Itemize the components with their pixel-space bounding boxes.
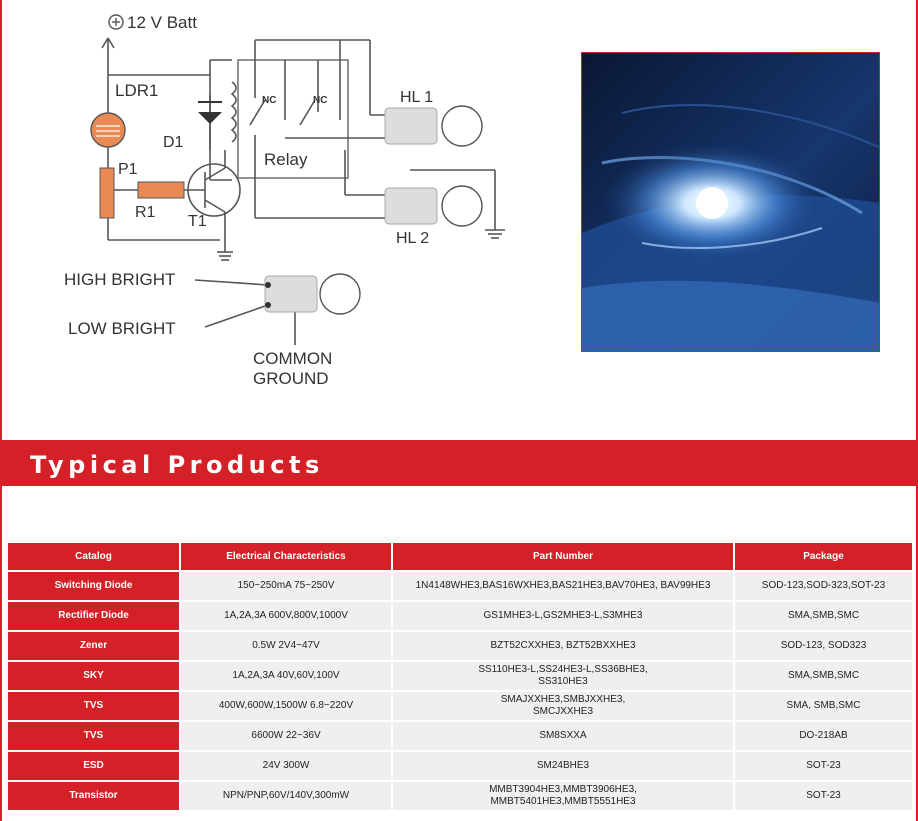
bottom-frame [0, 486, 918, 821]
part-number-cell: BZT52CXXHE3, BZT52BXXHE3 [393, 632, 733, 660]
catalog-cell: TVS [8, 692, 179, 720]
electrical-cell: 400W,600W,1500W 6.8~220V [181, 692, 391, 720]
high-bright-label: HIGH BRIGHT [64, 270, 175, 289]
section-title: Typical Products [30, 451, 324, 479]
header-package: Package [735, 543, 912, 570]
part-number-cell: SM24BHE3 [393, 752, 733, 780]
hl2-label: HL 2 [396, 230, 429, 247]
part-number-cell: SMAJXXHE3,SMBJXXHE3,SMCJXXHE3 [393, 692, 733, 720]
table-row: Zener 0.5W 2V4~47V BZT52CXXHE3, BZT52BXX… [8, 632, 912, 660]
ldr-label: LDR1 [115, 81, 158, 100]
headlight-circuit-diagram: 12 V Batt LDR1 D1 P1 R1 T1 Relay NC NC H… [64, 13, 505, 388]
part-number-cell: SM8SXXA [393, 722, 733, 750]
table-row: Switching Diode 150~250mA 75~250V 1N4148… [8, 572, 912, 600]
electrical-cell: NPN/PNP,60V/140V,300mW [181, 782, 391, 810]
part-line: SS310HE3 [538, 676, 588, 687]
electrical-cell: 1A,2A,3A 600V,800V,1000V [181, 602, 391, 630]
table-row: TVS 6600W 22~36V SM8SXXA DO-218AB [8, 722, 912, 750]
part-line: BZT52CXXHE3, BZT52BXXHE3 [490, 640, 636, 651]
t1-label: T1 [188, 213, 207, 230]
package-cell: DO-218AB [735, 722, 912, 750]
electrical-cell: 6600W 22~36V [181, 722, 391, 750]
package-cell: SMA, SMB,SMC [735, 692, 912, 720]
table-row: TVS 400W,600W,1500W 6.8~220V SMAJXXHE3,S… [8, 692, 912, 720]
catalog-cell: Rectifier Diode [8, 602, 179, 630]
nc1-label: NC [262, 95, 276, 106]
package-cell: SMA,SMB,SMC [735, 602, 912, 630]
low-bright-label: LOW BRIGHT [68, 319, 176, 338]
electrical-cell: 24V 300W [181, 752, 391, 780]
table-header-row: Catalog Electrical Characteristics Part … [8, 543, 912, 570]
part-line: SM8SXXA [539, 730, 587, 741]
catalog-cell: Switching Diode [8, 572, 179, 600]
part-number-cell: GS1MHE3-L,GS2MHE3-L,S3MHE3 [393, 602, 733, 630]
part-line: SS110HE3-L,SS24HE3-L,SS36BHE3, [478, 664, 648, 675]
catalog-cell: Transistor [8, 782, 179, 810]
part-line: GS1MHE3-L,GS2MHE3-L,S3MHE3 [483, 610, 643, 621]
part-line: MMBT3904HE3,MMBT3906HE3, [489, 784, 637, 795]
part-line: SMCJXXHE3 [532, 706, 593, 717]
p1-label: P1 [118, 161, 138, 178]
catalog-cell: TVS [8, 722, 179, 750]
package-cell: SOD-123, SOD323 [735, 632, 912, 660]
electrical-cell: 150~250mA 75~250V [181, 572, 391, 600]
table-row: Rectifier Diode 1A,2A,3A 600V,800V,1000V… [8, 602, 912, 630]
catalog-cell: ESD [8, 752, 179, 780]
common-label: COMMON [253, 349, 332, 368]
relay-label: Relay [264, 150, 308, 169]
catalog-cell: Zener [8, 632, 179, 660]
products-table: Catalog Electrical Characteristics Part … [6, 541, 914, 812]
batt-label: 12 V Batt [127, 13, 197, 32]
hl1-label: HL 1 [400, 89, 433, 106]
part-number-cell: 1N4148WHE3,BAS16WXHE3,BAS21HE3,BAV70HE3,… [393, 572, 733, 600]
header-electrical: Electrical Characteristics [181, 543, 391, 570]
car-headlight-photo [581, 52, 880, 352]
part-line: SM24BHE3 [536, 760, 590, 771]
package-cell: SOT-23 [735, 782, 912, 810]
section-banner [0, 440, 918, 486]
package-cell: SMA,SMB,SMC [735, 662, 912, 690]
part-line: 1N4148WHE3,BAS16WXHE3,BAS21HE3,BAV70HE3,… [415, 580, 711, 591]
nc2-label: NC [313, 95, 327, 106]
r1-label: R1 [135, 204, 156, 221]
part-number-cell: MMBT3904HE3,MMBT3906HE3,MMBT5401HE3,MMBT… [393, 782, 733, 810]
table-row: ESD 24V 300W SM24BHE3 SOT-23 [8, 752, 912, 780]
package-cell: SOD-123,SOD-323,SOT-23 [735, 572, 912, 600]
part-number-cell: SS110HE3-L,SS24HE3-L,SS36BHE3,SS310HE3 [393, 662, 733, 690]
d1-label: D1 [163, 134, 184, 151]
header-catalog: Catalog [8, 543, 179, 570]
electrical-cell: 1A,2A,3A 40V,60V,100V [181, 662, 391, 690]
part-line: SMAJXXHE3,SMBJXXHE3, [500, 694, 626, 705]
part-line: MMBT5401HE3,MMBT5551HE3 [490, 796, 636, 807]
table-row: SKY 1A,2A,3A 40V,60V,100V SS110HE3-L,SS2… [8, 662, 912, 690]
electrical-cell: 0.5W 2V4~47V [181, 632, 391, 660]
top-frame [0, 0, 918, 440]
catalog-cell: SKY [8, 662, 179, 690]
ground-label: GROUND [253, 369, 329, 388]
package-cell: SOT-23 [735, 752, 912, 780]
header-part-number: Part Number [393, 543, 733, 570]
table-row: Transistor NPN/PNP,60V/140V,300mW MMBT39… [8, 782, 912, 810]
